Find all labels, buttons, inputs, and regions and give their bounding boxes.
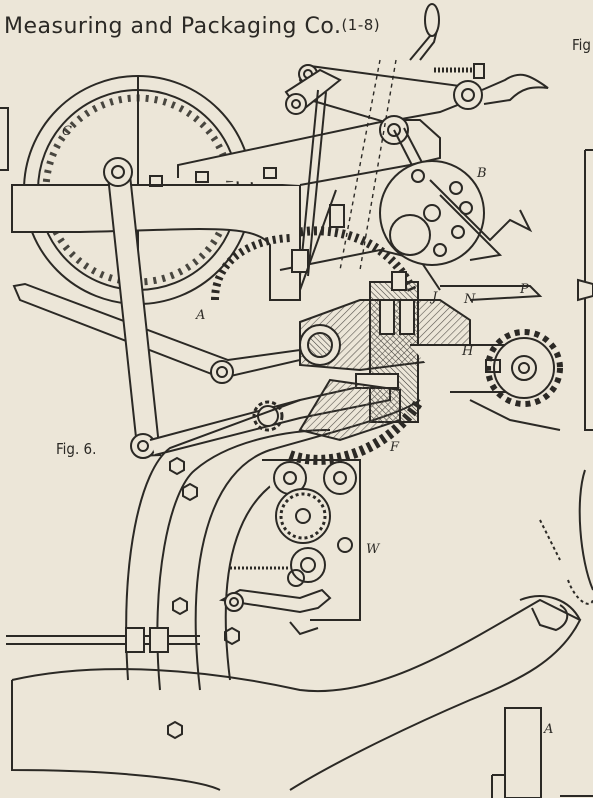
part-label-a: A xyxy=(196,308,206,323)
partial-figure-bottom xyxy=(491,707,593,798)
plate-header: Measuring and Packaging Co.(1-8) xyxy=(4,14,380,39)
figure-label-main: Fig. 6. xyxy=(56,440,97,458)
part-label-w: W xyxy=(366,542,380,557)
part-label-a-second: A xyxy=(544,722,554,737)
figure-label-partial: Fig xyxy=(572,36,591,54)
main-link xyxy=(103,157,162,459)
upper-linkage xyxy=(284,3,549,271)
part-label-c: C xyxy=(62,124,72,139)
part-label-j: J xyxy=(432,290,438,305)
hex-nuts xyxy=(167,456,240,740)
plate-p xyxy=(440,285,543,301)
lower-rod xyxy=(6,627,200,653)
shaft-h xyxy=(410,329,563,431)
part-label-n: N xyxy=(464,292,476,307)
machine-frame xyxy=(0,107,441,301)
part-label-f: F xyxy=(390,440,400,455)
lower-frame xyxy=(11,399,582,791)
part-label-b: B xyxy=(477,166,487,181)
part-label-p: P xyxy=(520,282,529,297)
plate-title: Measuring and Packaging Co. xyxy=(4,14,342,39)
partial-figure-right xyxy=(539,149,593,605)
lever-a xyxy=(12,282,301,384)
wheel-b xyxy=(379,160,533,266)
plate-range: (1-8) xyxy=(341,16,381,34)
part-label-h: H xyxy=(462,344,474,359)
push-rod xyxy=(291,89,345,291)
gear-housing-w xyxy=(218,459,361,636)
